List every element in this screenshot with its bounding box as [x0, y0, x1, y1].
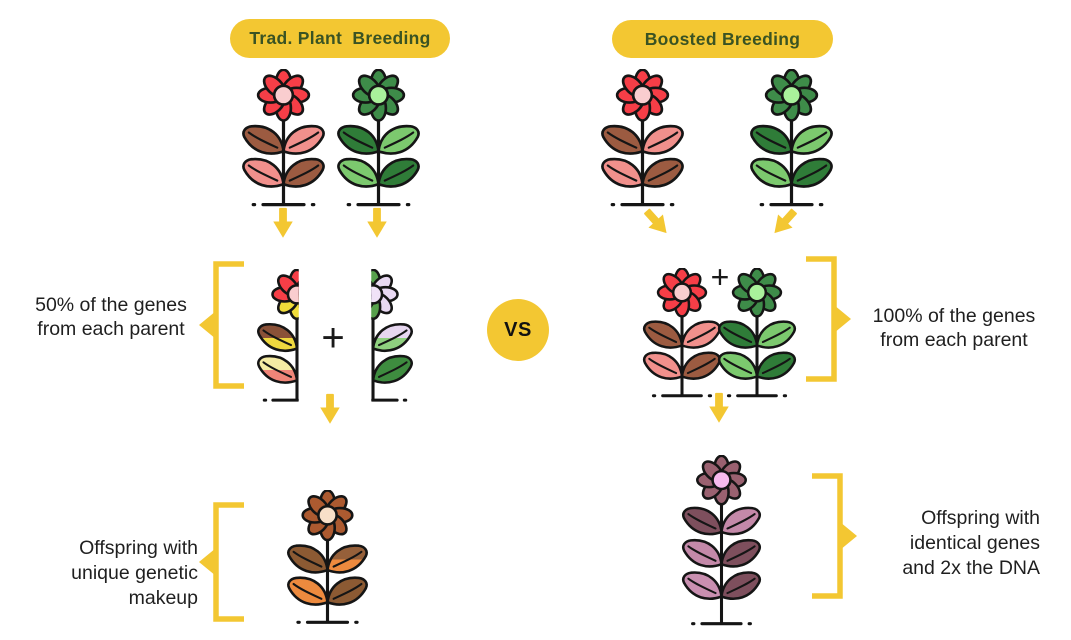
vs-badge: VS — [487, 299, 549, 361]
down-arrow-icon — [364, 207, 390, 240]
caption-line: from each parent — [37, 318, 185, 340]
boost-parent-flower-red — [598, 69, 687, 221]
caption-line: 100% of the genes — [872, 305, 1036, 327]
diagonal-arrow-icon — [763, 202, 804, 244]
caption-line: unique genetic — [71, 562, 198, 584]
trad-breeding-banner: Trad. Plant Breeding — [230, 19, 450, 58]
curly-bracket-icon — [808, 473, 860, 599]
plus-sign: + — [321, 316, 345, 360]
caption-line: makeup — [128, 587, 198, 609]
trad-mid-caption: 50% of the genes from each parent — [22, 293, 200, 341]
boost-parent-flower-green — [747, 69, 836, 221]
caption-line: Offspring with — [921, 507, 1040, 529]
diagonal-arrow-icon — [636, 202, 677, 244]
boost-offspring-flower — [679, 455, 764, 636]
caption-line: Offspring with — [79, 537, 198, 559]
caption-line: identical genes — [909, 532, 1040, 554]
trad-offspring-flower — [284, 490, 371, 638]
down-arrow-icon — [317, 393, 343, 426]
curly-bracket-icon — [196, 261, 248, 389]
curly-bracket-icon — [196, 502, 248, 622]
trad-parent-flower-red — [239, 69, 328, 221]
boost-mid-caption: 100% of the genes from each parent — [856, 304, 1052, 352]
caption-line: from each parent — [880, 329, 1028, 351]
trad-offspring-caption: Offspring with unique genetic makeup — [38, 536, 198, 611]
curly-bracket-icon — [802, 256, 854, 382]
trad-parent-flower-green — [334, 69, 423, 221]
down-arrow-icon — [706, 392, 732, 425]
plus-sign: + — [710, 259, 730, 295]
boost-offspring-caption: Offspring with identical genes and 2x th… — [878, 506, 1040, 581]
caption-line: and 2x the DNA — [902, 557, 1040, 579]
caption-line: 50% of the genes — [35, 294, 187, 316]
down-arrow-icon — [270, 207, 296, 240]
boosted-breeding-banner: Boosted Breeding — [612, 20, 833, 58]
